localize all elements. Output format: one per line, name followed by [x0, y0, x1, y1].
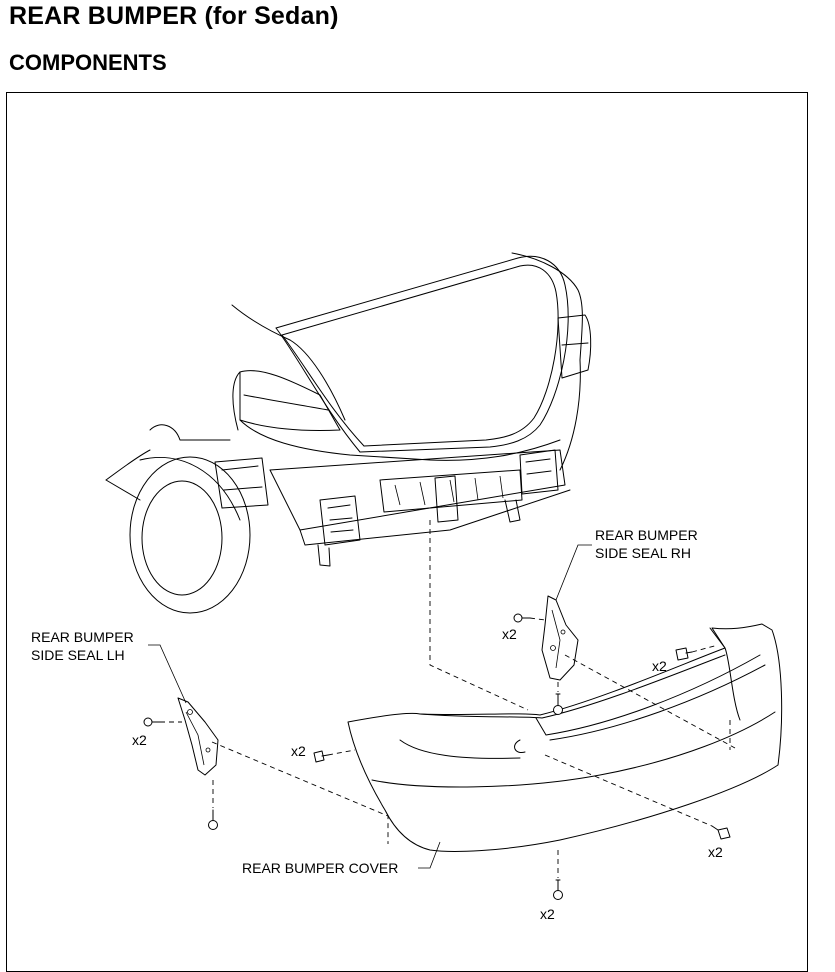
qty-lh-screw: x2 [132, 732, 147, 748]
label-side-seal-lh-line2: SIDE SEAL LH [31, 647, 125, 663]
qty-cover-bottom-screw: x2 [540, 906, 555, 922]
assembly-lines [160, 520, 736, 878]
side-seal-rh [541, 595, 579, 681]
screw-icon [513, 613, 531, 623]
clip-icon [313, 750, 329, 763]
label-side-seal-lh-line1: REAR BUMPER [31, 629, 134, 645]
clip-icon [675, 647, 693, 661]
side-seal-lh [177, 697, 219, 776]
label-side-seal-rh-line2: SIDE SEAL RH [595, 545, 691, 561]
qty-rh-side-screw: x2 [652, 658, 667, 674]
clip-icon [711, 825, 731, 840]
screw-icon [553, 693, 563, 715]
section-title: COMPONENTS [9, 50, 167, 75]
qty-cover-right-screw: x2 [708, 844, 723, 860]
screw-icon [143, 717, 161, 727]
fasteners [143, 613, 731, 900]
rear-bumper-cover [347, 623, 783, 852]
qty-rh-screw: x2 [502, 626, 517, 642]
page-title: REAR BUMPER (for Sedan) [9, 2, 339, 30]
leader-lines [148, 544, 592, 869]
vehicle-rear-body [105, 252, 592, 614]
screw-icon [553, 879, 563, 900]
label-rear-bumper-cover: REAR BUMPER COVER [242, 860, 398, 876]
screw-icon [208, 809, 218, 830]
label-side-seal-rh-line1: REAR BUMPER [595, 527, 698, 543]
qty-cover-left-screw: x2 [291, 743, 306, 759]
